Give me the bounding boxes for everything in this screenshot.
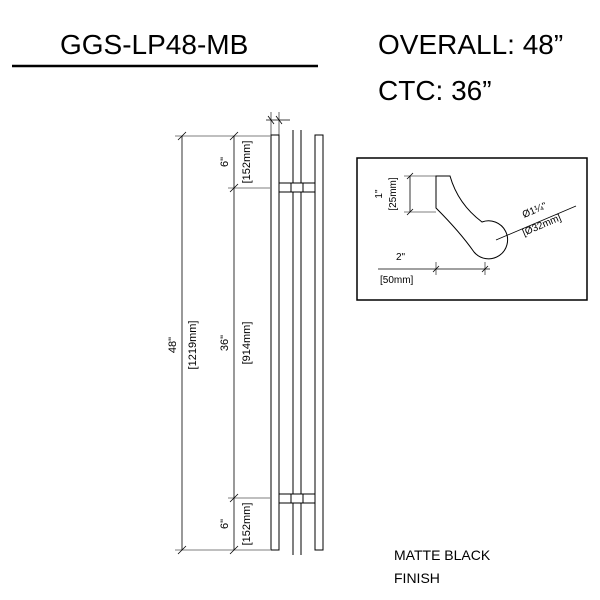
handle-bar-left [270,134,280,551]
length-mm-label: [50mm] [380,275,414,286]
handle-bar-right [314,134,324,551]
model-number: GGS-LP48-MB [60,29,248,60]
overall-inch-label: 48" [167,337,179,353]
standoff-post-bottom [278,493,316,504]
overall-length-label: OVERALL: 48” [378,29,563,60]
tick-mark [177,545,187,555]
tick-mark [481,265,489,273]
tick-mark [229,183,239,193]
depth-mm-label: [25mm] [388,177,399,211]
bottom-offset-mm-label: [152mm] [241,503,253,546]
ctc-mm-label: [914mm] [241,322,253,365]
ctc-dimension: 36" [914mm] 6" [152mm] 6" [152mm] [219,131,270,555]
standoff-post-top [278,182,316,193]
overall-mm-label: [1219mm] [187,321,199,370]
top-offset-inch-label: 6" [219,157,231,167]
tick-mark [229,493,239,503]
depth-inch-label: 1" [374,189,385,199]
tick-mark [406,208,414,216]
bottom-offset-inch-label: 6" [219,519,231,529]
finish-line-1: MATTE BLACK [394,547,491,563]
tick-mark [229,131,239,141]
length-inch-label: 2" [396,252,406,263]
ctc-inch-label: 36" [219,335,231,351]
finish-line-2: FINISH [394,570,440,586]
tick-mark [406,172,414,180]
detail-frame [356,157,588,301]
tick-mark [229,545,239,555]
tick-mark [432,265,440,273]
profile-detail: 1" [25mm] 2" [50mm] Ø1¼" [Ø32mm] [356,157,588,301]
handle-side-view [266,112,324,555]
post-profile [435,175,509,260]
diameter-leader [495,205,577,241]
ctc-label: CTC: 36” [378,75,492,106]
top-offset-mm-label: [152mm] [241,141,253,184]
tick-mark [177,131,187,141]
overall-dimension: 48" [1219mm] [167,131,270,555]
